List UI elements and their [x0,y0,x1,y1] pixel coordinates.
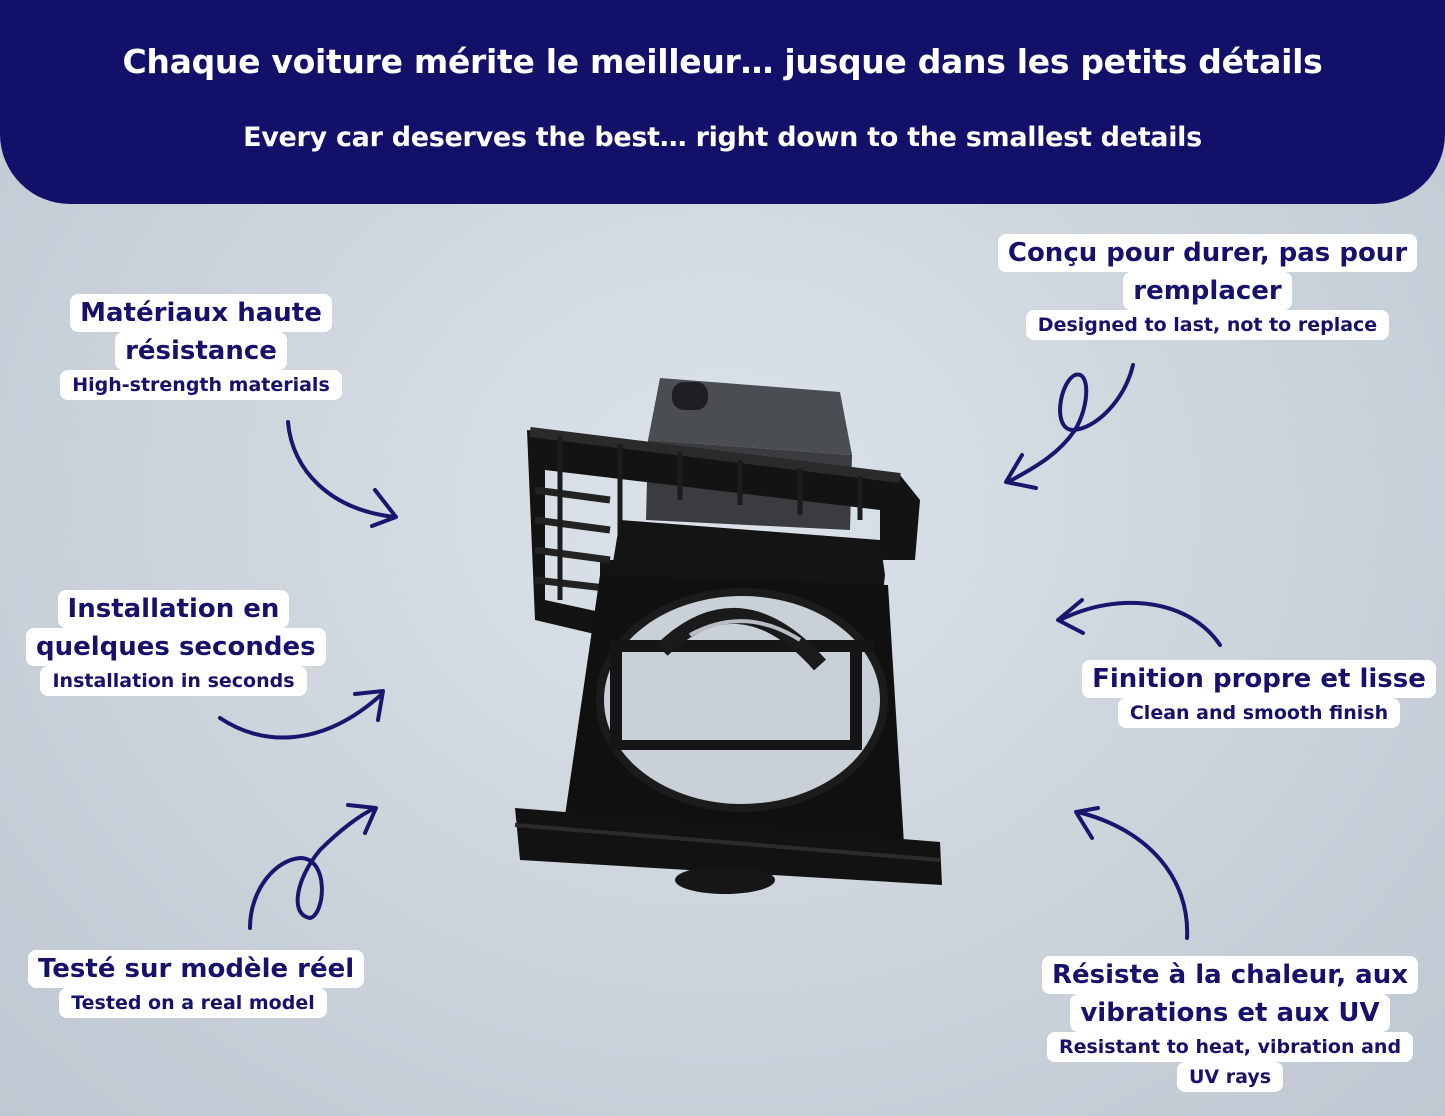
tested-title: Testé sur modèle réel [28,950,365,988]
arrow-materials-icon [286,420,398,528]
banner-title-fr: Chaque voiture mérite le meilleur… jusqu… [122,42,1323,81]
arrow-install-icon [218,689,385,740]
arrow-finish-icon [1056,598,1222,647]
callout-durable: Conçu pour durer, pas pour remplacer Des… [985,234,1430,340]
resist-title-line2: vibrations et aux UV [1070,994,1390,1032]
arrow-durable-icon [1004,363,1135,490]
finish-title: Finition propre et lisse [1082,660,1436,698]
durable-title-line1: Conçu pour durer, pas pour [997,234,1418,272]
arrow-tested-icon [248,803,378,930]
callout-tested: Testé sur modèle réel Tested on a real m… [28,950,365,1018]
callout-finish: Finition propre et lisse Clean and smoot… [1078,660,1440,728]
materials-title-line2: résistance [115,332,287,370]
durable-title-line2: remplacer [1123,272,1292,310]
install-title-line1: Installation en [57,590,290,628]
arrow-resist-icon [1074,806,1190,940]
install-subtitle: Installation in seconds [40,666,307,696]
materials-title-line1: Matériaux haute [70,294,332,332]
resist-subtitle-line2: UV rays [1176,1062,1284,1092]
callout-resist: Résiste à la chaleur, aux vibrations et … [1040,956,1420,1092]
callout-install: Installation en quelques secondes Instal… [26,590,326,696]
resist-subtitle-line1: Resistant to heat, vibration and [1046,1032,1414,1062]
durable-subtitle: Designed to last, not to replace [1025,310,1390,340]
banner-title-en: Every car deserves the best… right down … [243,122,1202,153]
tested-subtitle: Tested on a real model [59,988,327,1018]
install-title-line2: quelques secondes [26,628,326,666]
resist-title-line1: Résiste à la chaleur, aux [1041,956,1418,994]
callout-materials: Matériaux haute résistance High-strength… [40,294,362,400]
materials-subtitle: High-strength materials [60,370,342,400]
finish-subtitle: Clean and smooth finish [1117,698,1401,728]
header-banner: Chaque voiture mérite le meilleur… jusqu… [0,0,1445,204]
